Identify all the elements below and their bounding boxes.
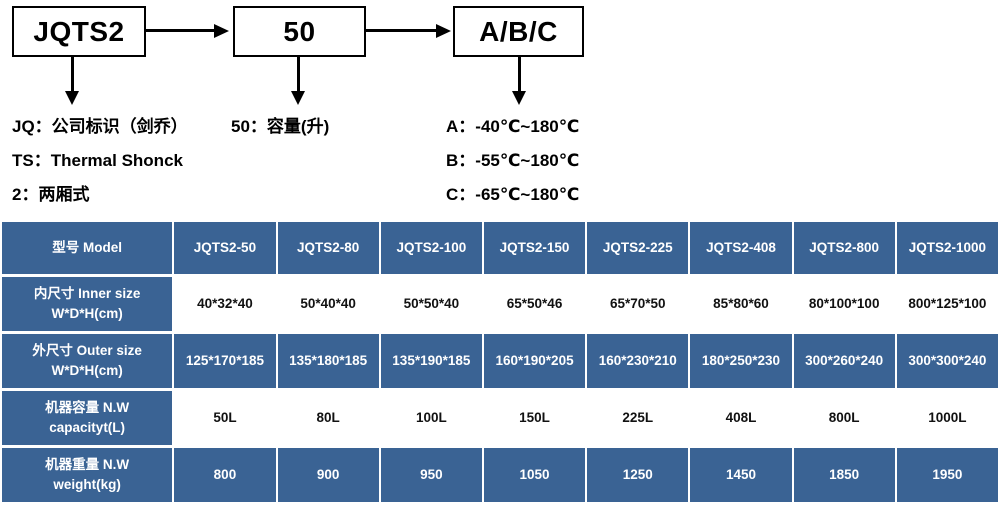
cell-capacity-1: 80L	[277, 391, 379, 445]
arrow-right-icon	[214, 23, 229, 38]
legend-item: 2：两厢式	[12, 185, 90, 204]
cell-outer-size-0: 125*170*185	[174, 334, 276, 388]
legend-item: C：-65℃~180℃	[446, 185, 580, 204]
cell-inner-size-6: 80*100*100	[793, 277, 895, 331]
arrow-down-icon	[291, 91, 305, 105]
diagram-box-temperature: A/B/C	[453, 6, 584, 57]
legend-item: 50：容量(升)	[231, 117, 330, 136]
table-row: 机器重量 N.W weight(kg) 800 900 950 1050 125…	[2, 448, 998, 502]
diagram-box-model: JQTS2	[12, 6, 146, 57]
cell-weight-0: 800	[174, 448, 276, 502]
legend-temperature-range: A：-40℃~180℃ B：-55℃~180℃ C：-65℃~180℃	[446, 118, 579, 203]
cell-outer-size-4: 160*230*210	[587, 334, 689, 388]
table-row: 外尺寸 Outer size W*D*H(cm) 125*170*185 135…	[2, 334, 998, 388]
cell-outer-size-1: 135*180*185	[277, 334, 379, 388]
row-label-capacity: 机器容量 N.W capacityt(L)	[2, 391, 173, 445]
column-header-model-7: JQTS2-1000	[896, 222, 998, 274]
cell-weight-5: 1450	[690, 448, 792, 502]
connector-line-capacity-to-temperature	[366, 29, 444, 32]
cell-inner-size-1: 50*40*40	[277, 277, 379, 331]
cell-weight-7: 1950	[896, 448, 998, 502]
model-code-diagram: JQTS2 50 A/B/C JQ：公司标识（剑乔） TS：Thermal Sh…	[0, 0, 1000, 214]
legend-model-code: JQ：公司标识（剑乔） TS：Thermal Shonck 2：两厢式	[12, 118, 188, 203]
column-header-model-1: JQTS2-80	[277, 222, 379, 274]
cell-outer-size-6: 300*260*240	[793, 334, 895, 388]
cell-weight-3: 1050	[483, 448, 586, 502]
cell-inner-size-0: 40*32*40	[174, 277, 276, 331]
legend-item: B：-55℃~180℃	[446, 151, 580, 170]
cell-outer-size-5: 180*250*230	[690, 334, 792, 388]
cell-inner-size-4: 65*70*50	[587, 277, 689, 331]
legend-capacity: 50：容量(升)	[231, 118, 329, 135]
row-label-line2: weight(kg)	[53, 477, 121, 492]
cell-capacity-7: 1000L	[896, 391, 998, 445]
cell-outer-size-2: 135*190*185	[380, 334, 482, 388]
column-header-model-6: JQTS2-800	[793, 222, 895, 274]
table-row: 机器容量 N.W capacityt(L) 50L 80L 100L 150L …	[2, 391, 998, 445]
column-header-model-0: JQTS2-50	[174, 222, 276, 274]
column-header-model-label: 型号 Model	[2, 222, 173, 274]
row-label-line1: 机器重量 N.W	[45, 457, 130, 473]
cell-outer-size-3: 160*190*205	[483, 334, 586, 388]
cell-inner-size-7: 800*125*100	[896, 277, 998, 331]
column-header-model-5: JQTS2-408	[690, 222, 792, 274]
cell-weight-6: 1850	[793, 448, 895, 502]
cell-weight-1: 900	[277, 448, 379, 502]
row-label-inner-size: 内尺寸 Inner size W*D*H(cm)	[2, 277, 173, 331]
column-header-model-3: JQTS2-150	[483, 222, 586, 274]
row-label-line2: capacityt(L)	[49, 420, 126, 435]
cell-weight-2: 950	[380, 448, 482, 502]
column-header-model-4: JQTS2-225	[587, 222, 689, 274]
arrow-right-icon	[436, 23, 451, 38]
legend-item: TS：Thermal Shonck	[12, 151, 183, 170]
connector-line-temperature-down	[518, 57, 521, 93]
cell-outer-size-7: 300*300*240	[896, 334, 998, 388]
column-header-model-2: JQTS2-100	[380, 222, 482, 274]
arrow-down-icon	[65, 91, 79, 105]
table-row: 内尺寸 Inner size W*D*H(cm) 40*32*40 50*40*…	[2, 277, 998, 331]
diagram-box-capacity: 50	[233, 6, 366, 57]
connector-line-model-to-capacity	[146, 29, 222, 32]
cell-capacity-3: 150L	[483, 391, 586, 445]
row-label-outer-size: 外尺寸 Outer size W*D*H(cm)	[2, 334, 173, 388]
cell-inner-size-5: 85*80*60	[690, 277, 792, 331]
row-label-line1: 内尺寸 Inner size	[33, 286, 141, 302]
cell-capacity-2: 100L	[380, 391, 482, 445]
cell-capacity-0: 50L	[174, 391, 276, 445]
specification-table: 型号 Model JQTS2-50 JQTS2-80 JQTS2-100 JQT…	[0, 219, 1000, 505]
legend-item: A：-40℃~180℃	[446, 117, 580, 136]
row-label-line1: 外尺寸 Outer size	[32, 343, 142, 359]
connector-line-model-down	[71, 57, 74, 93]
row-label-line2: W*D*H(cm)	[51, 363, 123, 378]
cell-capacity-6: 800L	[793, 391, 895, 445]
cell-capacity-5: 408L	[690, 391, 792, 445]
row-label-line2: W*D*H(cm)	[51, 306, 123, 321]
cell-capacity-4: 225L	[587, 391, 689, 445]
cell-inner-size-2: 50*50*40	[380, 277, 482, 331]
cell-inner-size-3: 65*50*46	[483, 277, 586, 331]
row-label-weight: 机器重量 N.W weight(kg)	[2, 448, 173, 502]
table-header-row: 型号 Model JQTS2-50 JQTS2-80 JQTS2-100 JQT…	[2, 222, 998, 274]
legend-item: JQ：公司标识（剑乔）	[12, 117, 188, 136]
connector-line-capacity-down	[297, 57, 300, 93]
arrow-down-icon	[512, 91, 526, 105]
row-label-line1: 机器容量 N.W	[45, 400, 130, 416]
cell-weight-4: 1250	[587, 448, 689, 502]
